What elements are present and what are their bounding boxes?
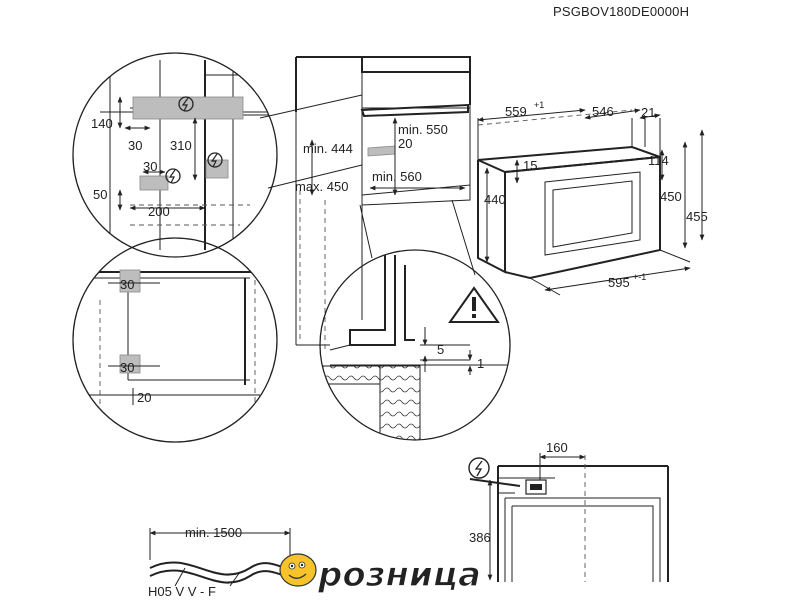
warning-triangle-icon [448, 286, 500, 323]
dim-label: 200 [148, 204, 170, 219]
dim-label: max. 450 [295, 179, 348, 194]
dim-label: 386 [469, 530, 491, 545]
electric-hazard-icon [468, 457, 490, 479]
dim-label: 310 [170, 138, 192, 153]
dim-label: min. 550 [398, 122, 448, 137]
dim-label: min. 560 [372, 169, 422, 184]
detail-top-left: 140 30 310 30 50 200 [72, 52, 278, 258]
dim-label: 160 [546, 440, 568, 455]
dim-label: 450 [660, 189, 682, 204]
zoom-leader [259, 94, 363, 189]
dim-label: 440 [484, 192, 506, 207]
dim-label: 1 [477, 356, 484, 371]
cable-type-label: H05 V V - F [148, 584, 216, 599]
dim-superscript: +-1 [633, 272, 646, 282]
model-code: PSGBOV180DE0000H [553, 4, 689, 19]
dim-label: 5 [437, 342, 444, 357]
dim-label: 30 [120, 360, 134, 375]
dim-label: min. 444 [303, 141, 353, 156]
smiley-icon [279, 553, 317, 587]
zoom-leader [359, 199, 476, 276]
cable-length-label: min. 1500 [185, 525, 242, 540]
dim-label: 15 [523, 158, 537, 173]
dim-label: 21 [641, 105, 655, 120]
dim-label: 455 [686, 209, 708, 224]
dim-label: 559 [505, 104, 527, 119]
dim-superscript: +1 [534, 100, 544, 110]
cabinet-drawing [295, 56, 471, 350]
rozница-logo: розница [279, 553, 482, 596]
power-cable: min. 1500 H05 V V - F [148, 525, 291, 599]
dim-label: 546 [592, 104, 614, 119]
dim-label: 30 [120, 277, 134, 292]
dim-label: 50 [93, 187, 107, 202]
detail-right: 5 1 [319, 199, 511, 441]
appliance-drawing: 559 +1 546 21 15 114 440 450 455 595 +-1 [477, 100, 708, 296]
detail-left: 30 30 20 [72, 237, 278, 443]
dim-label: 140 [91, 116, 113, 131]
electric-hazard-icon [178, 96, 194, 112]
dim-label: 30 [143, 159, 157, 174]
logo-text: розница [317, 555, 481, 595]
socket-view: 160 386 [468, 440, 669, 582]
dim-label: 20 [398, 136, 412, 151]
cabinet-dimensions: min. 550 min. 444 20 max. 450 min. 560 [295, 117, 466, 196]
dim-label: 595 [608, 275, 630, 290]
dim-label: 114 [648, 153, 669, 168]
electric-hazard-icon [165, 168, 181, 184]
dim-label: 30 [128, 138, 142, 153]
dim-label: 20 [137, 390, 151, 405]
electric-hazard-icon [207, 152, 223, 168]
